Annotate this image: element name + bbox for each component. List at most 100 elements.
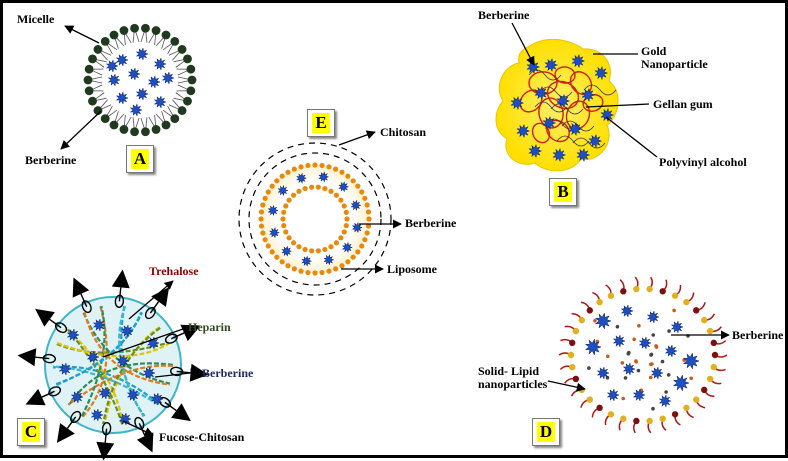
lipid-dot (650, 353, 654, 357)
lipid-head-icon (338, 235, 343, 240)
liposome-lumen (286, 190, 344, 248)
lipid-head-icon (322, 247, 327, 252)
lipid-dot (667, 329, 671, 333)
lipid-head-icon (280, 216, 285, 221)
lipid-head-icon (342, 229, 347, 234)
liposome-label: Liposome (387, 263, 437, 276)
micelle-label: Micelle (17, 13, 54, 26)
lipid-head-icon (633, 418, 639, 424)
panel-tag-d: D (532, 418, 560, 446)
lipid-head-icon (263, 196, 268, 201)
lipid-head-icon (84, 76, 93, 85)
lipid-head-icon (303, 186, 308, 191)
lipid-head-icon (359, 189, 364, 194)
lipid-dot (689, 377, 693, 381)
lipid-head-icon (287, 198, 292, 203)
lipid-dot (651, 407, 655, 411)
lipid-head-icon (569, 340, 575, 346)
lipid-head-icon (608, 293, 614, 299)
lipid-head-icon (573, 328, 579, 334)
lipid-head-icon (328, 244, 333, 249)
lipid-head-icon (178, 45, 187, 54)
lipid-dot (606, 355, 610, 359)
lipid-dot (621, 397, 625, 401)
lipid-dot (637, 324, 641, 328)
lipid-head-icon (296, 189, 301, 194)
lipid-head-icon (596, 405, 602, 411)
lipid-head-icon (322, 186, 327, 191)
lipid-head-icon (162, 121, 171, 130)
lipid-head-icon (701, 387, 707, 393)
fucose-ligand-icon (35, 309, 55, 327)
lipid-head-icon (338, 198, 343, 203)
panel-tag-e: E (307, 109, 335, 137)
lipid-head-icon (355, 249, 360, 254)
lipid-head-icon (359, 243, 364, 248)
chitosan-arrow (339, 132, 375, 145)
lipid-head-icon (573, 376, 579, 382)
panel-tag-c: C (17, 418, 45, 446)
lipid-head-icon (319, 270, 324, 275)
lipid-head-icon (334, 240, 339, 245)
lipid-head-icon (339, 170, 344, 175)
lipid-head-icon (683, 299, 689, 305)
berberine-molecule-icon (684, 353, 700, 369)
berberine-molecule-icon (647, 311, 659, 323)
lipid-head-icon (170, 37, 179, 46)
lipid-head-icon (292, 167, 297, 172)
lipid-head-icon (344, 223, 349, 228)
lipid-head-icon (711, 364, 717, 370)
lipid-head-icon (660, 288, 666, 294)
lipid-head-icon (316, 248, 321, 253)
lipid-dot (672, 309, 676, 313)
berberine-molecule-icon (613, 335, 625, 347)
berberine-molecule-icon (623, 363, 635, 375)
lipid-head-icon (298, 164, 303, 169)
berberine-molecule-icon (671, 321, 683, 333)
lipid-head-icon (366, 209, 371, 214)
lipid-head-icon (333, 167, 338, 172)
lipid-head-icon (339, 263, 344, 268)
lipid-head-icon (281, 223, 286, 228)
lipid-head-icon (101, 37, 110, 46)
gellan-gum-label: Gellan gum (653, 98, 713, 111)
lipid-dot (649, 376, 653, 380)
lipid-head-icon (568, 352, 574, 358)
lipid-head-icon (312, 162, 317, 167)
lipid-head-icon (345, 174, 350, 179)
solid-lipid-label: Solid- Lipid nanoparticles (478, 365, 556, 391)
lipid-dot (616, 325, 620, 329)
lipid-head-icon (707, 328, 713, 334)
lipid-head-icon (285, 263, 290, 268)
lipid-head-icon (291, 240, 296, 245)
lipid-head-icon (646, 286, 652, 292)
lipid-head-icon (283, 229, 288, 234)
lipid-head-icon (344, 210, 349, 215)
lipid-head-icon (344, 216, 349, 221)
lipid-head-icon (693, 307, 699, 313)
solid-lipid-panel-d (548, 277, 729, 433)
berberine-a-label: Berberine (25, 154, 76, 167)
lipid-head-icon (660, 416, 666, 422)
lipid-head-icon (646, 418, 652, 424)
lipid-head-icon (183, 97, 192, 106)
lipid-head-icon (305, 270, 310, 275)
lipid-head-icon (260, 202, 265, 207)
lipid-dot (621, 361, 625, 365)
lipid-head-icon (305, 163, 310, 168)
lipid-head-icon (326, 164, 331, 169)
lipid-head-icon (569, 364, 575, 370)
lipid-dot (637, 369, 641, 373)
lipid-head-icon (274, 255, 279, 260)
lipid-head-icon (141, 24, 150, 33)
berberine-molecule-icon (633, 389, 645, 401)
lipid-head-icon (183, 54, 192, 63)
berberine-molecule-icon (596, 313, 612, 329)
lipid-head-icon (672, 411, 678, 417)
lipid-head-icon (101, 114, 110, 123)
lipid-head-icon (88, 54, 97, 63)
lipid-head-icon (186, 86, 195, 95)
lipid-head-icon (596, 299, 602, 305)
berberine-molecule-icon (674, 375, 690, 391)
lipid-head-icon (259, 209, 264, 214)
